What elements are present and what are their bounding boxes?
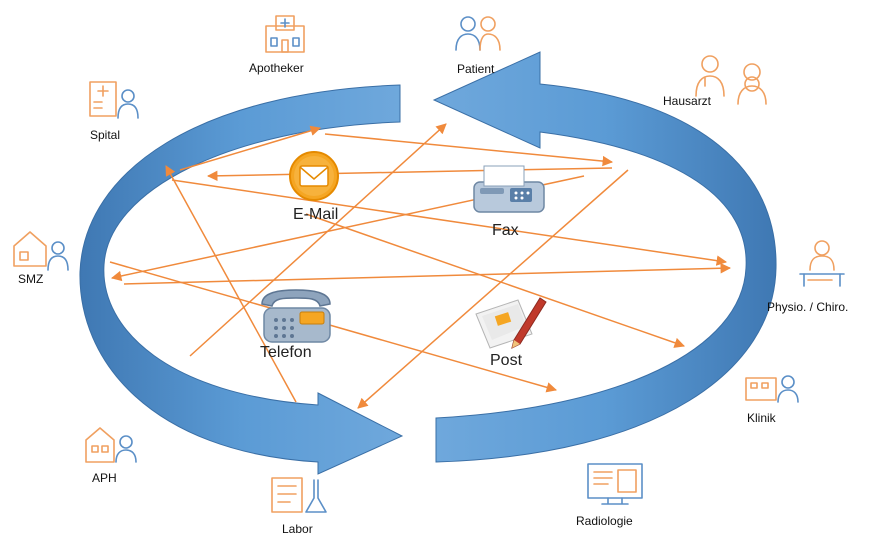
comm-arrow: [123, 263, 732, 285]
label-smz: SMZ: [18, 272, 44, 286]
label-telefon: Telefon: [260, 344, 312, 361]
doctor-icon: [695, 55, 767, 105]
hospital-icon: [89, 81, 139, 119]
label-post: Post: [490, 352, 523, 369]
email-icon: [289, 151, 339, 201]
letter-icon: [475, 297, 547, 349]
label-email: E-Mail: [293, 206, 339, 223]
comm-arrow: [206, 167, 613, 182]
label-radiologie: Radiologie: [576, 514, 633, 528]
comm-arrow: [324, 133, 614, 167]
radiology-icon: [587, 463, 643, 505]
communication-lines: [109, 123, 732, 409]
pharmacy-icon: [265, 15, 305, 53]
comm-arrow: [179, 125, 322, 171]
label-fax: Fax: [492, 222, 519, 239]
telephone-icon: [261, 289, 331, 343]
label-klinik: Klinik: [747, 411, 776, 425]
cycle-arrow-left: [79, 84, 404, 475]
label-patient: Patient: [457, 62, 495, 76]
laboratory-icon: [271, 477, 327, 513]
label-labor: Labor: [282, 522, 313, 536]
comm-arrow: [357, 169, 629, 409]
label-apotheker: Apotheker: [249, 61, 304, 75]
comm-arrow: [305, 213, 685, 348]
patient-icon: [455, 16, 501, 51]
comm-arrow: [189, 123, 447, 357]
fax-icon: [473, 165, 545, 213]
clinic-icon: [745, 375, 799, 403]
physiotherapy-icon: [799, 240, 845, 287]
label-spital: Spital: [90, 128, 121, 142]
health-center-icon: [13, 231, 69, 271]
comm-arrow: [165, 165, 297, 403]
comm-arrow: [109, 261, 558, 393]
nursing-home-icon: [85, 427, 137, 463]
label-hausarzt: Hausarzt: [663, 94, 712, 108]
comm-arrow: [171, 179, 728, 266]
label-aph: APH: [92, 471, 117, 485]
label-physio: Physio. / Chiro.: [767, 300, 849, 314]
cycle-arrow-right: [432, 51, 777, 463]
